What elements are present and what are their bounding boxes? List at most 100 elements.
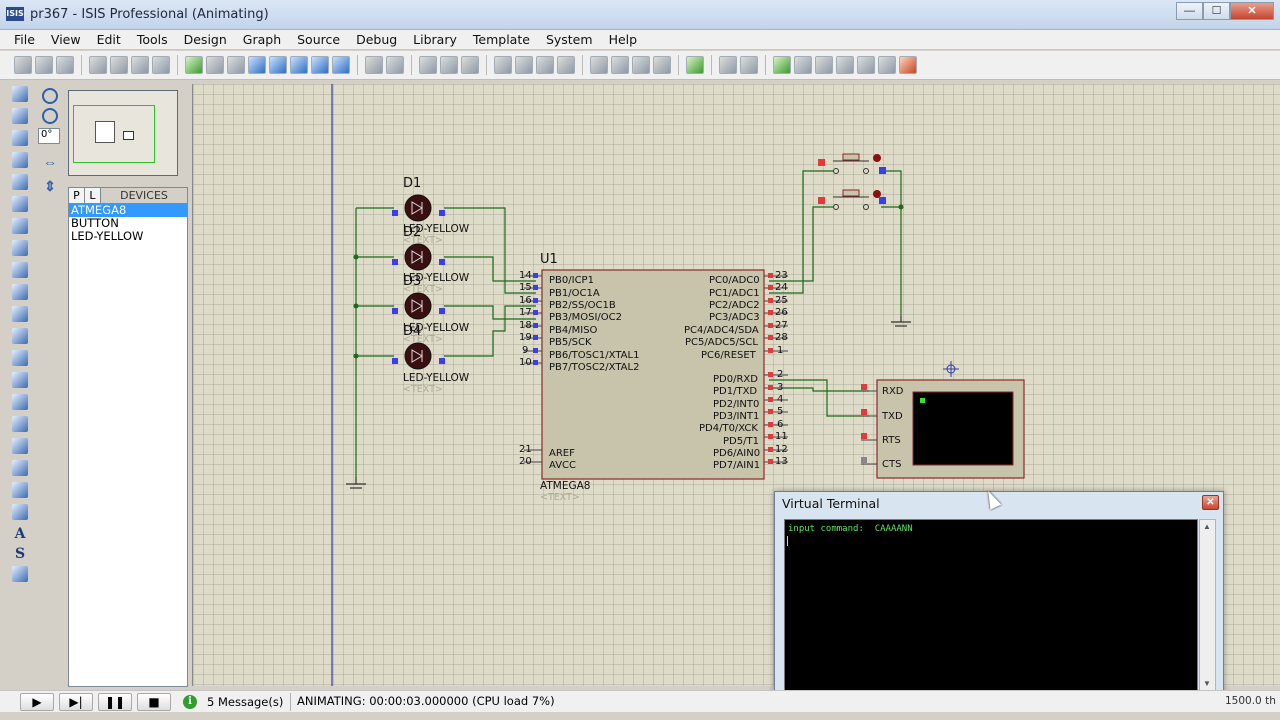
pick-device-icon[interactable]	[590, 56, 608, 74]
message-count[interactable]: 5 Message(s)	[207, 695, 284, 709]
stop-button[interactable]: ■	[137, 693, 171, 711]
mirror-vertical-icon[interactable]: ⇕	[44, 178, 56, 194]
overview-window[interactable]	[68, 90, 178, 176]
pan-icon[interactable]	[248, 56, 266, 74]
minimize-button[interactable]: —	[1176, 2, 1203, 20]
origin-icon[interactable]	[227, 56, 245, 74]
current-probe-icon[interactable]	[12, 372, 28, 388]
block-move-icon[interactable]	[515, 56, 533, 74]
device-item-button[interactable]: BUTTON	[71, 216, 119, 230]
rotate-clockwise-icon[interactable]	[42, 88, 58, 104]
device-item-led-yellow[interactable]: LED-YELLOW	[71, 229, 144, 243]
maximize-button[interactable]: ☐	[1203, 2, 1230, 20]
import-section-icon[interactable]	[89, 56, 107, 74]
marker-icon[interactable]	[12, 566, 28, 582]
new-sheet-icon[interactable]	[773, 56, 791, 74]
generator-icon[interactable]	[12, 328, 28, 344]
menu-help[interactable]: Help	[608, 32, 638, 47]
menu-source[interactable]: Source	[297, 32, 341, 47]
virtual-instruments-icon[interactable]	[12, 394, 28, 410]
device-pins-icon[interactable]	[12, 262, 28, 278]
packaging-tool-icon[interactable]	[632, 56, 650, 74]
paste-icon[interactable]	[461, 56, 479, 74]
device-item-atmega8[interactable]: ATMEGA8	[69, 204, 187, 217]
text-tool-icon[interactable]: A	[14, 526, 26, 542]
terminals-icon[interactable]	[12, 240, 28, 256]
rotation-angle-input[interactable]: 0°	[38, 128, 60, 144]
graph-mode-icon[interactable]	[12, 284, 28, 300]
set-area-icon[interactable]	[152, 56, 170, 74]
decompose-icon[interactable]	[653, 56, 671, 74]
menu-graph[interactable]: Graph	[242, 32, 282, 47]
undo-icon[interactable]	[365, 56, 383, 74]
play-button[interactable]: ▶	[20, 693, 54, 711]
new-file-icon[interactable]	[14, 56, 32, 74]
ares-icon[interactable]	[899, 56, 917, 74]
property-assignment-icon[interactable]	[740, 56, 758, 74]
voltage-probe-icon[interactable]	[12, 350, 28, 366]
wire-label-icon[interactable]	[12, 152, 28, 168]
block-rotate-icon[interactable]	[536, 56, 554, 74]
menu-debug[interactable]: Debug	[356, 32, 398, 47]
menu-tools[interactable]: Tools	[136, 32, 168, 47]
refresh-icon[interactable]	[185, 56, 203, 74]
menu-system[interactable]: System	[545, 32, 593, 47]
buses-icon[interactable]	[12, 196, 28, 212]
virtual-terminal-window[interactable]: Virtual Terminal ✕ input command: CAAAAN…	[774, 491, 1224, 697]
menu-template[interactable]: Template	[472, 32, 530, 47]
redo-icon[interactable]	[386, 56, 404, 74]
virtual-terminal-scrollbar[interactable]: ▲ ▼	[1199, 519, 1216, 691]
netlist-to-ares-icon[interactable]	[878, 56, 896, 74]
zoom-in-icon[interactable]	[269, 56, 287, 74]
schematic-canvas[interactable]: D1 LED-YELLOW <TEXT> D2 LED-YELLOW <TEXT…	[192, 84, 1280, 686]
save-file-icon[interactable]	[56, 56, 74, 74]
cut-icon[interactable]	[419, 56, 437, 74]
menu-view[interactable]: View	[50, 32, 81, 47]
path-icon[interactable]	[12, 504, 28, 520]
copy-icon[interactable]	[440, 56, 458, 74]
overview-viewport[interactable]	[73, 105, 155, 163]
rotate-anticlockwise-icon[interactable]	[42, 108, 58, 124]
zoom-area-icon[interactable]	[332, 56, 350, 74]
wire-autorouter-icon[interactable]	[686, 56, 704, 74]
scroll-down-icon[interactable]: ▼	[1203, 679, 1211, 688]
tape-recorder-icon[interactable]	[12, 306, 28, 322]
search-tag-icon[interactable]	[719, 56, 737, 74]
pause-button[interactable]: ❚❚	[98, 693, 132, 711]
menu-library[interactable]: Library	[413, 32, 457, 47]
line-icon[interactable]	[12, 416, 28, 432]
symbol-tool-icon[interactable]: S	[14, 546, 26, 562]
step-button[interactable]: ▶|	[59, 693, 93, 711]
make-device-icon[interactable]	[611, 56, 629, 74]
library-manager-button[interactable]: L	[85, 188, 101, 203]
menu-design[interactable]: Design	[183, 32, 227, 47]
text-script-icon[interactable]	[12, 174, 28, 190]
open-file-icon[interactable]	[35, 56, 53, 74]
subcircuit-icon[interactable]	[12, 218, 28, 234]
zoom-out-icon[interactable]	[290, 56, 308, 74]
scroll-up-icon[interactable]: ▲	[1203, 522, 1211, 531]
component-mode-icon[interactable]	[12, 108, 28, 124]
electrical-rules-check-icon[interactable]	[857, 56, 875, 74]
export-section-icon[interactable]	[110, 56, 128, 74]
menu-edit[interactable]: Edit	[96, 32, 121, 47]
mirror-horizontal-icon[interactable]: ⇔	[43, 154, 57, 170]
box-icon[interactable]	[12, 438, 28, 454]
virtual-terminal-screen[interactable]: input command: CAAAANN	[784, 519, 1198, 691]
view-bom-icon[interactable]	[836, 56, 854, 74]
arc-icon[interactable]	[12, 482, 28, 498]
close-button[interactable]: ✕	[1230, 2, 1274, 20]
info-icon[interactable]: i	[183, 695, 197, 709]
virtual-terminal-close-button[interactable]: ✕	[1202, 495, 1219, 510]
pick-devices-button[interactable]: P	[69, 188, 85, 203]
zoom-all-icon[interactable]	[311, 56, 329, 74]
block-copy-icon[interactable]	[494, 56, 512, 74]
junction-dot-icon[interactable]	[12, 130, 28, 146]
grid-icon[interactable]	[206, 56, 224, 74]
menu-file[interactable]: File	[14, 32, 35, 47]
remove-sheet-icon[interactable]	[794, 56, 812, 74]
block-delete-icon[interactable]	[557, 56, 575, 74]
circle-icon[interactable]	[12, 460, 28, 476]
print-icon[interactable]	[131, 56, 149, 74]
exit-to-parent-icon[interactable]	[815, 56, 833, 74]
